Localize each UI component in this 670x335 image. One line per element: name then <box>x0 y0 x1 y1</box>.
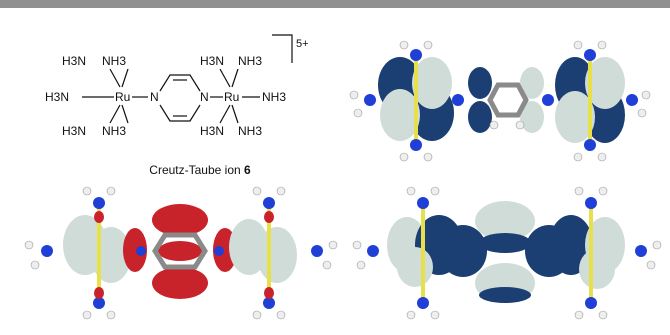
h-atoms <box>349 40 651 162</box>
ru-atoms <box>414 55 592 147</box>
ligand-right-mid: NH3 <box>262 90 286 104</box>
n-atoms <box>364 49 638 151</box>
caption-text: Creutz-Taube ion <box>149 163 241 177</box>
ligand-left-top-a: H3N <box>62 54 86 68</box>
right-metal-lobes <box>549 215 625 289</box>
pyrazine-n-left: N <box>150 90 159 104</box>
bridge-lobes <box>468 67 544 133</box>
ligand-left-bot-a: H3N <box>62 124 86 138</box>
figure-caption: Creutz-Taube ion 6 <box>110 163 290 177</box>
ligand-right-bot-a: H3N <box>200 124 224 138</box>
n-atoms <box>367 197 647 309</box>
orbital-panel-bottom-left <box>15 185 345 330</box>
pyrazine-n-right: N <box>200 90 209 104</box>
orbital-image-bottom-right <box>352 186 662 320</box>
right-metal-lobes <box>229 219 297 283</box>
axial-red-lobes <box>94 211 274 299</box>
bridge-lobes <box>123 204 237 299</box>
h-atoms <box>352 186 662 320</box>
ru-atoms <box>97 203 271 303</box>
structure-svg: Ru N N Ru H3N NH3 H3N H3N NH3 H3N NH3 NH… <box>45 34 309 138</box>
ru-atoms <box>421 203 593 303</box>
orbital-image-top-right <box>349 40 651 162</box>
ligand-left-top-b: NH3 <box>102 54 126 68</box>
ligand-left-bot-b: NH3 <box>102 124 126 138</box>
ligand-right-top-b: NH3 <box>238 54 262 68</box>
creutz-taube-structure: Ru N N Ru H3N NH3 H3N H3N NH3 H3N NH3 NH… <box>40 25 330 170</box>
orbital-panel-bottom-right <box>345 185 665 330</box>
n-atoms <box>41 197 323 309</box>
ru-left-label: Ru <box>115 90 130 104</box>
h-atoms <box>24 186 338 320</box>
bond-lines <box>82 34 293 124</box>
orbital-panel-top-right <box>340 25 660 170</box>
ligand-left-mid: H3N <box>45 90 69 104</box>
charge-label: 5+ <box>296 38 309 50</box>
caption-number: 6 <box>244 163 251 177</box>
ligand-right-bot-b: NH3 <box>238 124 262 138</box>
right-metal-lobes <box>555 57 625 143</box>
ligand-right-top-a: H3N <box>200 54 224 68</box>
top-rule <box>0 0 670 8</box>
left-metal-lobes <box>378 57 454 141</box>
ru-right-label: Ru <box>224 90 239 104</box>
orbital-image-bottom-left <box>24 186 338 320</box>
